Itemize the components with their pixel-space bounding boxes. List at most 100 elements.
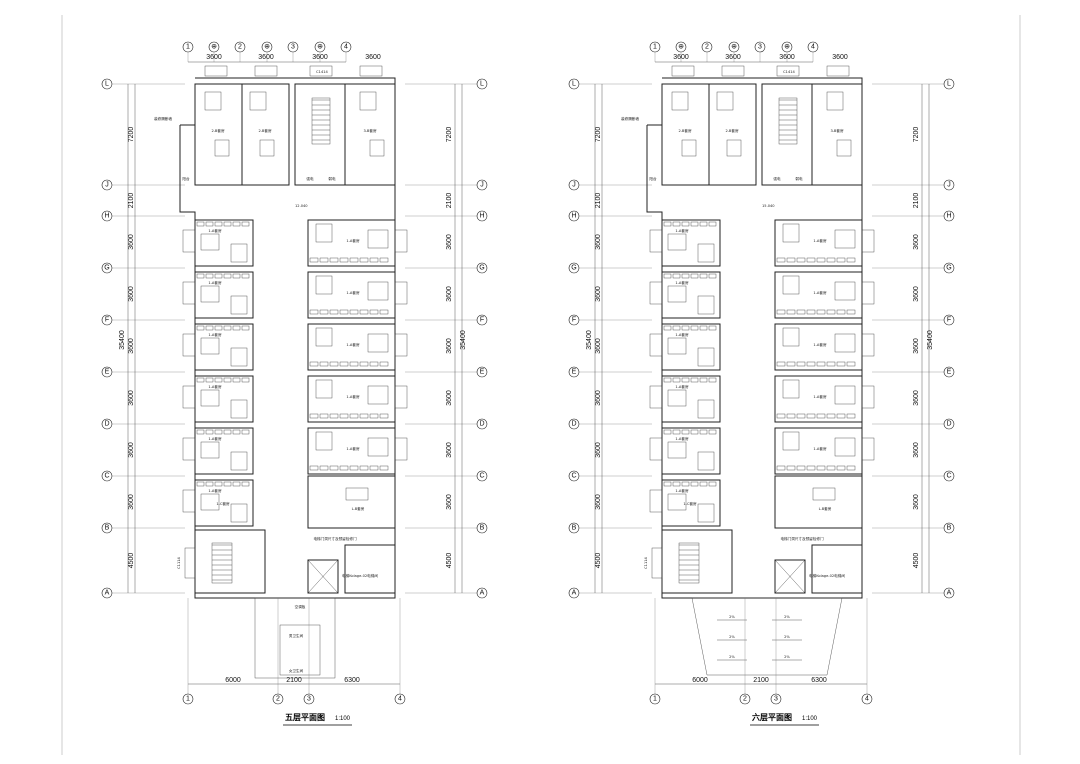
suite-top-1 (194, 83, 243, 186)
right-counter-2-4 (349, 361, 359, 367)
left-total-dim: 35400 (119, 330, 126, 350)
suite-top-3 (811, 83, 863, 186)
right-counter-2-2 (329, 361, 339, 367)
right-axis-L-label: L (947, 81, 951, 88)
bottom-axis-1-circle (272, 693, 284, 705)
right-axis-L-label: L (480, 81, 484, 88)
left-bay-window-1 (649, 281, 663, 305)
right-bath-0 (782, 223, 800, 243)
right-counter-3-6 (369, 413, 379, 419)
left-bay-window-3 (182, 385, 196, 409)
left-counter-1-2 (681, 273, 690, 279)
left-row-dim-2: 3600 (128, 234, 135, 250)
right-row-dim-7: 3600 (446, 494, 453, 510)
left-axis-B-label: B (105, 525, 110, 532)
elevator-label: 电梯Kolage-02电梯间 (809, 573, 845, 578)
right-bath-2 (782, 327, 800, 347)
right-counter-2-0 (776, 361, 786, 367)
right-axis-D-label: D (479, 421, 484, 428)
top-bed-0 (671, 91, 689, 111)
room-b2-mid: 2-B套房 (258, 128, 272, 133)
left-counter-1-1 (672, 273, 681, 279)
right-row-dim-6: 3600 (913, 442, 920, 458)
outer-wall (646, 77, 863, 599)
left-suite-1 (661, 271, 721, 319)
right-counter-3-1 (319, 413, 329, 419)
balcony-label: 阳台 (182, 176, 190, 181)
shaft-label: 强电 (306, 176, 314, 181)
right-row-dim-2: 3600 (446, 234, 453, 250)
top-bath-2 (369, 139, 385, 157)
left-counter-1-5 (241, 273, 250, 279)
right-row-dim-2: 3600 (913, 234, 920, 250)
right-counter-4-6 (369, 465, 379, 471)
room-b2-mid: 2-B套房 (725, 128, 739, 133)
right-suite-4 (774, 427, 863, 475)
right-bath-1 (315, 275, 333, 295)
suite-top-1 (661, 83, 710, 186)
right-counter-1-7 (846, 309, 856, 315)
right-counter-3-5 (826, 413, 836, 419)
left-axis-L-label: L (105, 81, 109, 88)
left-bath-0 (697, 243, 715, 263)
right-suite-label-1: 1-A套房 (813, 290, 827, 295)
left-axis-J-label: J (572, 182, 576, 189)
right-counter-0-7 (846, 257, 856, 263)
right-counter-4-2 (796, 465, 806, 471)
left-counter-2-5 (708, 325, 717, 331)
top-axis-2-label: 2 (238, 44, 242, 51)
left-axis-E-label: E (105, 369, 110, 376)
left-row-dim-6: 3600 (595, 442, 602, 458)
right-counter-2-5 (359, 361, 369, 367)
left-counter-2-5 (241, 325, 250, 331)
top-axis-6-label: 4 (811, 44, 815, 51)
top-axis-5-label: ⊕ (784, 44, 790, 51)
left-suite-label-2: 1-A套房 (208, 332, 222, 337)
right-counter-2-3 (339, 361, 349, 367)
top-bath-1 (259, 139, 275, 157)
right-suite-2 (307, 323, 396, 371)
right-counter-3-4 (349, 413, 359, 419)
right-counter-4-1 (319, 465, 329, 471)
left-counter-5-0 (196, 481, 205, 487)
top-dim-2: 3600 (779, 54, 795, 61)
right-row-dim-0: 7200 (446, 127, 453, 143)
right-counter-2-3 (806, 361, 816, 367)
right-row-dim-8: 4500 (446, 553, 453, 569)
right-counter-1-4 (816, 309, 826, 315)
right-bath-3 (782, 379, 800, 399)
left-bed-5 (667, 493, 687, 511)
right-bed-2 (834, 333, 856, 353)
top-dim-0: 3600 (206, 54, 222, 61)
top-axis-2-label: 2 (705, 44, 709, 51)
right-axis-A-label: A (480, 590, 485, 597)
left-counter-5-4 (699, 481, 708, 487)
roof-slope-label-2-0: 2% (729, 655, 735, 659)
left-counter-4-1 (205, 429, 214, 435)
left-counter-0-2 (681, 221, 690, 227)
right-counter-0-1 (786, 257, 796, 263)
right-counter-1-5 (826, 309, 836, 315)
left-suite-3 (661, 375, 721, 423)
right-axis-F-label: F (947, 317, 951, 324)
side-window-tag: C1114 (177, 556, 181, 568)
top-window-0 (671, 65, 695, 77)
top-stair-outline (311, 97, 331, 145)
lb-sofa (812, 487, 836, 501)
left-counter-3-3 (223, 377, 232, 383)
right-counter-4-2 (329, 465, 339, 471)
left-axis-A-label: A (105, 590, 110, 597)
right-suite-label-4: 1-A套房 (813, 446, 827, 451)
left-row-dim-8: 4500 (595, 553, 602, 569)
left-counter-4-5 (241, 429, 250, 435)
left-suite-2 (194, 323, 254, 371)
top-bed-2 (359, 91, 377, 111)
top-axis-1-label: ⊕ (678, 44, 684, 51)
right-bay-window-1 (394, 281, 408, 305)
plan-title: 五层平面图 (285, 713, 325, 722)
left-bath-2 (697, 347, 715, 367)
left-counter-1-3 (223, 273, 232, 279)
suite-top-3 (344, 83, 396, 186)
left-suite-label-1: 1-A套房 (675, 280, 689, 285)
